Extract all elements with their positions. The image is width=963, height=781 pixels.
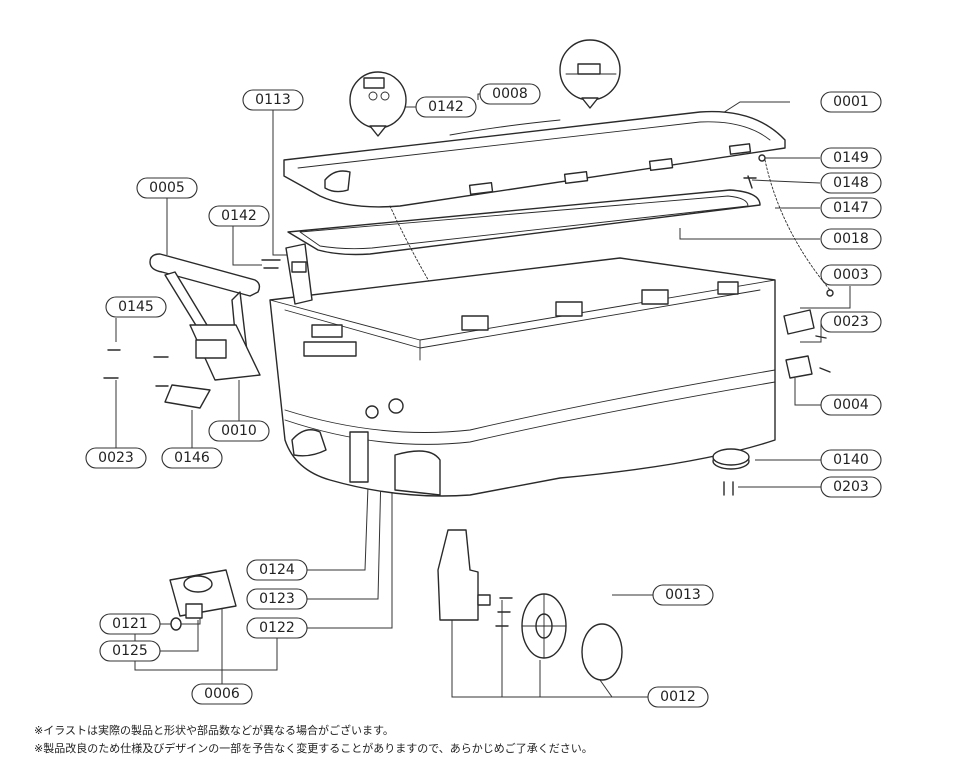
cooler-body-drawing	[269, 257, 776, 497]
lid-drawing	[283, 110, 786, 208]
part-label-0023-right: 0023	[820, 311, 882, 333]
detail-bubble-right	[559, 39, 621, 109]
svg-text:0147: 0147	[833, 200, 869, 216]
svg-text:0023: 0023	[833, 314, 869, 330]
part-label-0010: 0010	[208, 420, 270, 442]
part-label-0003: 0003	[820, 264, 882, 286]
svg-text:0003: 0003	[833, 267, 869, 283]
svg-text:0113: 0113	[255, 92, 291, 108]
svg-text:0142: 0142	[221, 208, 257, 224]
drain-parts-drawing	[169, 569, 237, 631]
part-label-0001: 0001	[820, 91, 882, 113]
svg-text:0008: 0008	[492, 86, 528, 102]
part-label-0008: 0008	[479, 83, 541, 105]
svg-text:0001: 0001	[833, 94, 869, 110]
latch-parts-drawing	[783, 309, 831, 379]
hinge-drawing	[261, 243, 313, 305]
svg-text:0122: 0122	[259, 620, 295, 636]
foot-drawing	[712, 448, 750, 496]
svg-text:0012: 0012	[660, 689, 696, 705]
disclaimer-notes: ※イラストは実際の製品と形状や部品数などが異なる場合がございます。 ※製品改良の…	[34, 722, 593, 758]
part-label-0149: 0149	[820, 147, 882, 169]
part-label-0005: 0005	[136, 177, 198, 199]
svg-text:0010: 0010	[221, 423, 257, 439]
handle-drawing	[103, 253, 261, 409]
svg-text:0124: 0124	[259, 562, 295, 578]
part-label-0123: 0123	[246, 588, 308, 610]
part-label-0023-left: 0023	[85, 447, 147, 469]
part-label-0145: 0145	[105, 296, 167, 318]
detail-bubble-left	[349, 71, 407, 137]
svg-text:0203: 0203	[833, 479, 869, 495]
svg-text:0018: 0018	[833, 231, 869, 247]
svg-text:0125: 0125	[112, 643, 148, 659]
part-label-0124: 0124	[246, 559, 308, 581]
part-label-0121: 0121	[99, 613, 161, 635]
part-label-0013: 0013	[652, 584, 714, 606]
part-label-0006: 0006	[191, 683, 253, 705]
svg-text:0123: 0123	[259, 591, 295, 607]
svg-text:0149: 0149	[833, 150, 869, 166]
part-label-0018: 0018	[820, 228, 882, 250]
disclaimer-line-1: ※イラストは実際の製品と形状や部品数などが異なる場合がございます。	[34, 724, 394, 737]
part-label-0148: 0148	[820, 172, 882, 194]
svg-text:0146: 0146	[174, 450, 210, 466]
svg-text:0005: 0005	[149, 180, 185, 196]
svg-text:0121: 0121	[112, 616, 148, 632]
part-label-0140: 0140	[820, 449, 882, 471]
svg-text:0148: 0148	[833, 175, 869, 191]
svg-text:0140: 0140	[833, 452, 869, 468]
part-label-0142-top: 0142	[415, 96, 477, 118]
part-label-0203: 0203	[820, 476, 882, 498]
part-label-0012: 0012	[647, 686, 709, 708]
svg-text:0013: 0013	[665, 587, 701, 603]
svg-text:0142: 0142	[428, 99, 464, 115]
svg-text:0004: 0004	[833, 397, 869, 413]
svg-text:0145: 0145	[118, 299, 154, 315]
disclaimer-line-2: ※製品改良のため仕様及びデザインの一部を予告なく変更することがありますので、あら…	[34, 742, 593, 755]
leader-lines	[115, 93, 851, 698]
wheel-parts-drawing	[437, 529, 623, 681]
part-label-0113: 0113	[242, 89, 304, 111]
svg-text:0023: 0023	[98, 450, 134, 466]
part-label-0146: 0146	[161, 447, 223, 469]
part-label-0122: 0122	[246, 617, 308, 639]
part-label-0125: 0125	[99, 640, 161, 662]
part-label-0142-left: 0142	[208, 205, 270, 227]
part-label-0147: 0147	[820, 197, 882, 219]
part-label-0004: 0004	[820, 394, 882, 416]
svg-text:0006: 0006	[204, 686, 240, 702]
